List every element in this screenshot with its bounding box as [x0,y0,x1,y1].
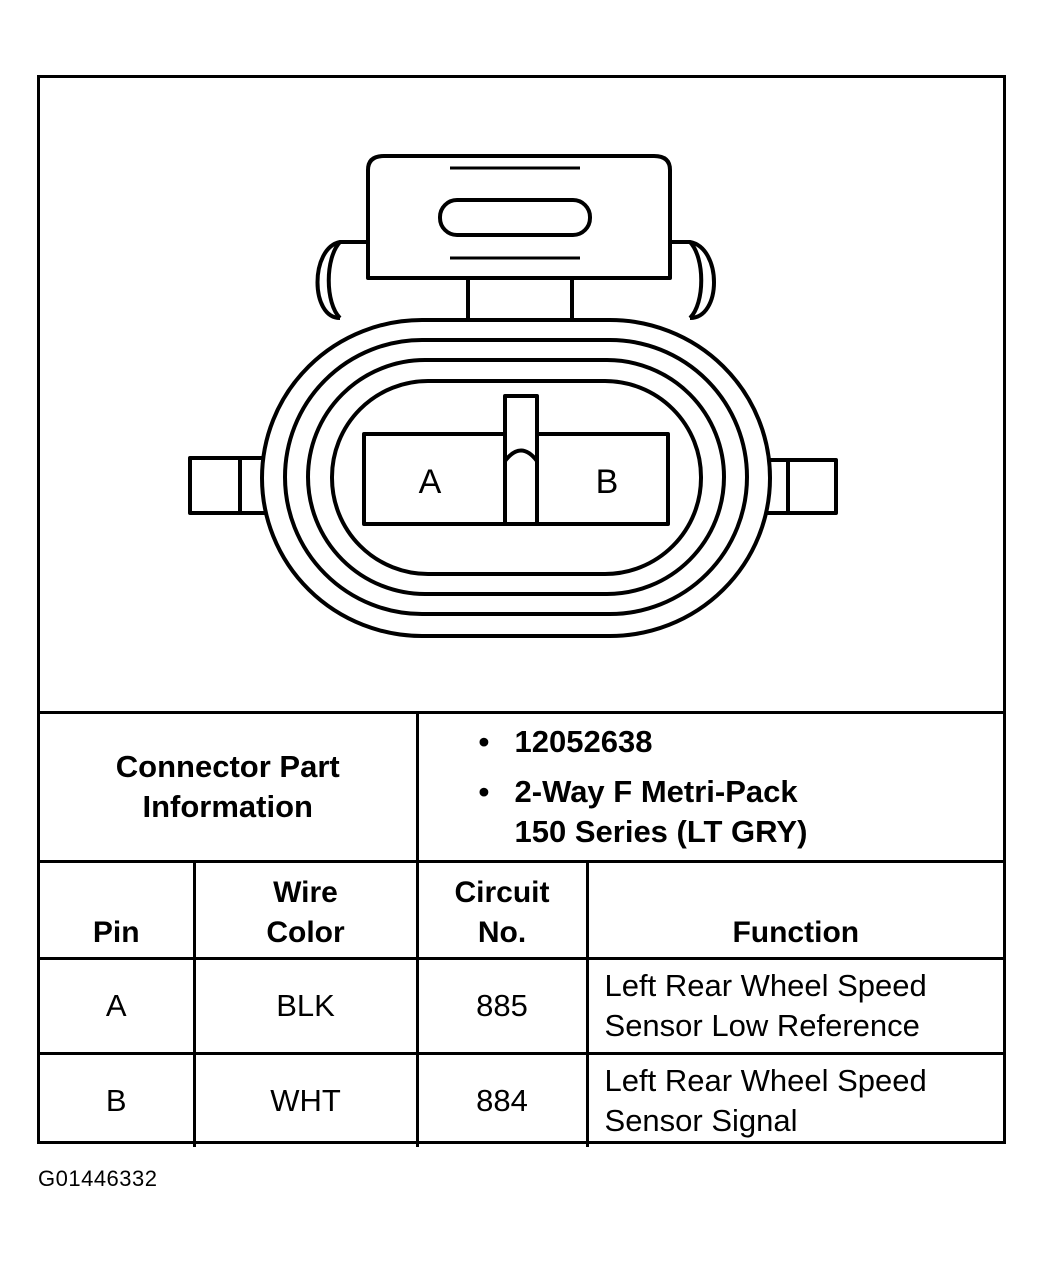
part-info-row: Connector Part Information • 12052638 • … [40,714,1004,863]
part-info-label-line2: Information [142,788,314,824]
table-row: B WHT 884 Left Rear Wheel Speed Sensor S… [40,1051,1004,1147]
header-circuit-no: Circuit No. [415,859,589,960]
table-header-row: Pin Wire Color Circuit No. Function [40,859,1004,960]
cavity-label-a: A [419,463,442,501]
header-wire-color: Wire Color [192,859,419,960]
polarization-key [503,394,539,526]
connector-type-item: • 2-Way F Metri-Pack 150 Series (LT GRY) [479,772,1004,852]
connector-type-line1: 2-Way F Metri-Pack [514,773,798,809]
part-info-label-line1: Connector Part [115,748,340,784]
latch-window [438,198,592,237]
connector-drawing: A B [188,154,838,638]
wire-color-cell: BLK [192,956,419,1055]
part-number-item: • 12052638 [479,722,1004,762]
locking-latch-tab [366,154,672,280]
connector-face-view: A B [40,78,1003,714]
connector-type-line2: 150 Series (LT GRY) [514,813,808,849]
function-cell: Left Rear Wheel Speed Sensor Signal [585,1051,1004,1147]
part-info-values: • 12052638 • 2-Way F Metri-Pack 150 Seri… [415,714,1004,863]
left-mounting-ear [188,456,268,515]
table-row: A BLK 885 Left Rear Wheel Speed Sensor L… [40,956,1004,1055]
connector-pinout-table: Connector Part Information • 12052638 • … [40,714,1004,1147]
part-info-label: Connector Part Information [40,714,419,863]
circuit-cell: 885 [415,956,589,1055]
bullet-icon: • [478,723,490,759]
pin-cell: A [40,956,196,1055]
latch-stem [466,274,574,326]
wire-color-cell: WHT [192,1051,419,1147]
connector-figure-frame: A B Connector Part Information • 1205263… [37,75,1006,1147]
bullet-icon: • [478,773,490,809]
cavity-label-b: B [596,463,619,501]
header-pin: Pin [40,859,196,960]
function-cell: Left Rear Wheel Speed Sensor Low Referen… [585,956,1004,1055]
figure-id: G01446332 [38,1166,158,1191]
pin-cell: B [40,1051,196,1147]
right-mounting-ear [764,458,838,515]
header-function: Function [585,859,1004,960]
part-number: 12052638 [514,723,653,759]
circuit-cell: 884 [415,1051,589,1147]
